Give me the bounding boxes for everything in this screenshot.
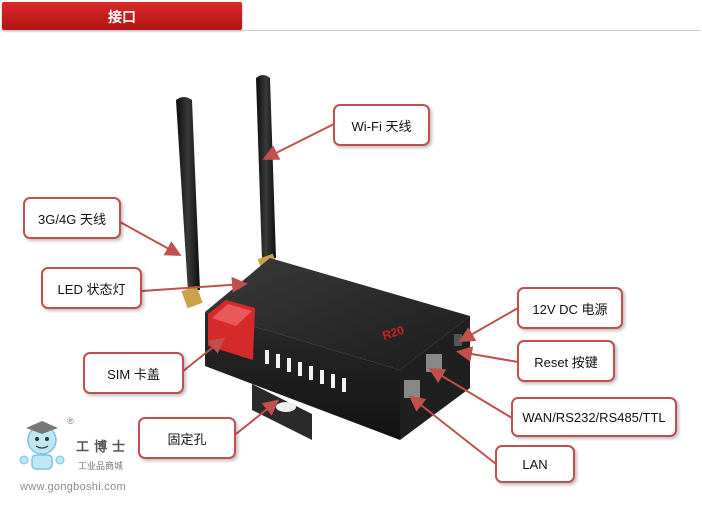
logo-url: www.gongboshi.com — [20, 481, 126, 493]
callout-dc-power-label: 12V DC 电源 — [532, 301, 608, 317]
callout-wifi-antenna: Wi-Fi 天线 — [333, 104, 430, 146]
gongboshi-logo: ® 工博士 工业品商城 www.gongboshi.com — [14, 416, 154, 498]
section-header: 接口 — [2, 2, 242, 30]
leader-wan — [428, 367, 513, 419]
antenna-wifi — [256, 75, 279, 275]
callout-wifi-antenna-label: Wi-Fi 天线 — [351, 118, 412, 134]
antenna-3g4g — [176, 97, 203, 309]
router-brand-text: R20 — [381, 323, 407, 343]
leader-lan — [408, 395, 497, 465]
registered-mark: ® — [67, 416, 74, 426]
callout-lan-port: LAN — [495, 445, 575, 483]
callout-3g4g-antenna-label: 3G/4G 天线 — [38, 211, 106, 227]
mascot-icon — [19, 421, 65, 470]
callout-3g4g-antenna: 3G/4G 天线 — [23, 197, 121, 239]
leader-lines — [119, 123, 519, 465]
section-title: 接口 — [108, 9, 136, 25]
callout-wan-port-label: WAN/RS232/RS485/TTL — [522, 409, 666, 425]
leader-reset — [456, 346, 519, 363]
leader-dc — [458, 307, 519, 342]
callout-dc-power: 12V DC 电源 — [517, 287, 623, 329]
leader-sim — [181, 337, 226, 373]
leader-led — [141, 276, 248, 293]
callout-sim-cover-label: SIM 卡盖 — [107, 366, 160, 382]
logo-subtitle: 工业品商城 — [78, 461, 124, 471]
leader-mount — [235, 399, 280, 435]
leader-3g4g — [119, 221, 182, 256]
callout-reset-button: Reset 按键 — [517, 340, 615, 382]
logo-brand: 工博士 — [76, 440, 131, 455]
callout-reset-button-label: Reset 按键 — [534, 354, 598, 370]
callout-sim-cover: SIM 卡盖 — [83, 352, 184, 394]
callout-lan-port-label: LAN — [522, 456, 548, 472]
callout-led-label: LED 状态灯 — [57, 281, 126, 297]
mount-bracket — [252, 384, 312, 440]
callout-mount-hole-label: 固定孔 — [167, 431, 207, 447]
header-divider — [2, 30, 700, 31]
callout-wan-port: WAN/RS232/RS485/TTL — [511, 397, 677, 437]
callout-led: LED 状态灯 — [41, 267, 142, 309]
callout-mount-hole: 固定孔 — [138, 417, 236, 459]
leader-wifi — [262, 123, 335, 160]
